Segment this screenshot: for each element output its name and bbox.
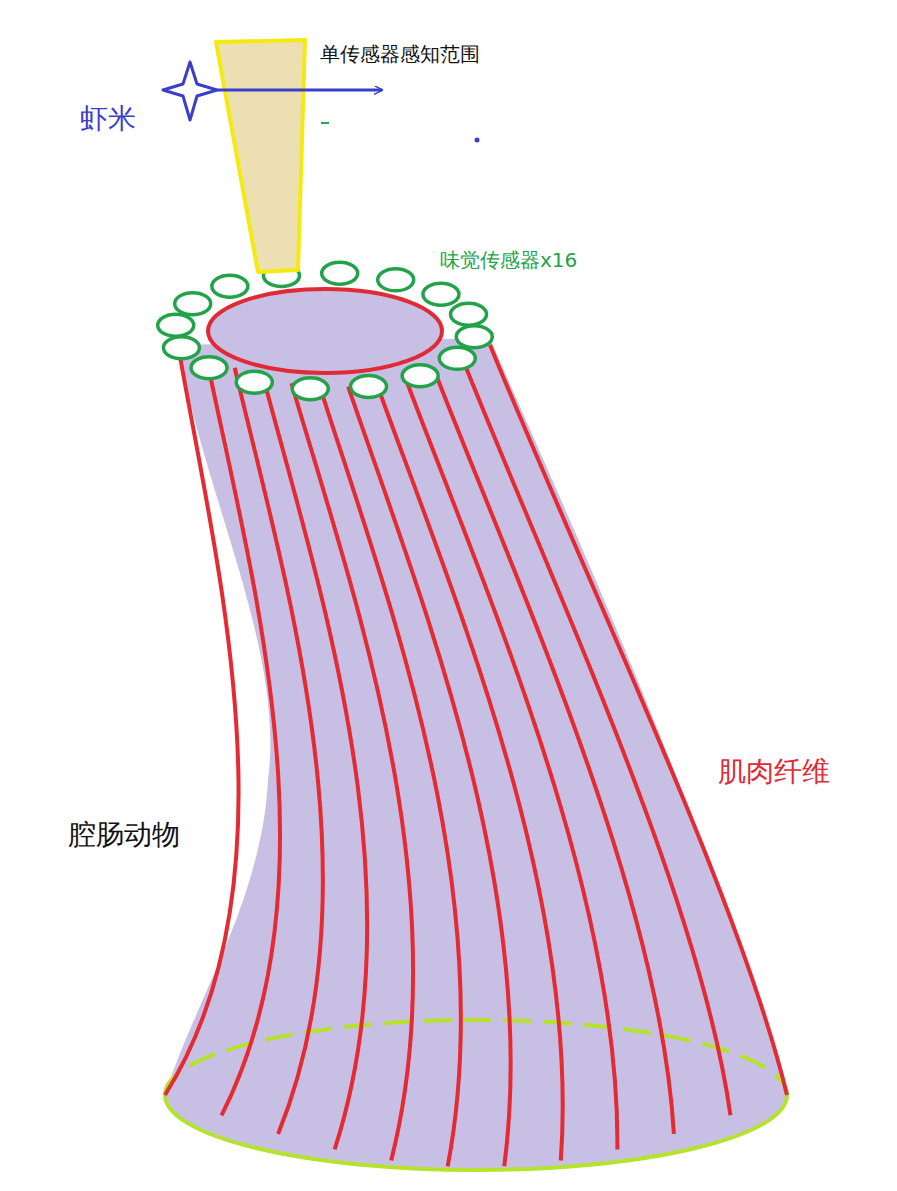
taste-sensor [322, 262, 358, 284]
base-rim-back [165, 1020, 787, 1095]
taste-sensor [439, 347, 475, 369]
taste-sensor [456, 326, 492, 348]
taste-sensor [351, 376, 387, 398]
muscle-fiber [377, 383, 563, 1160]
taste-sensor [236, 371, 272, 393]
muscle-fiber [433, 368, 674, 1134]
taste-sensor [423, 283, 459, 305]
shrimp-label: 虾米 [80, 102, 136, 136]
taste-sensor [378, 269, 414, 291]
taste-sensor [191, 357, 227, 379]
base-rim-front [165, 1095, 787, 1170]
muscle-fiber [490, 345, 787, 1095]
muscle-fiber [235, 368, 323, 1134]
muscle-fiber [462, 357, 731, 1115]
taste-sensor [163, 337, 199, 359]
shrimp-star [163, 62, 217, 120]
stray-dot [475, 138, 480, 143]
animal-body [165, 338, 787, 1170]
taste-sensor [158, 314, 194, 336]
muscle-fibers [165, 345, 787, 1166]
taste-sensor [402, 365, 438, 387]
muscle-fiber [263, 377, 367, 1150]
sensor-label: 味觉传感器x16 [440, 248, 577, 272]
taste-sensor [292, 378, 328, 400]
mouth-disc [208, 289, 442, 373]
taste-sensors [163, 326, 492, 400]
animal-label: 腔肠动物 [68, 818, 180, 852]
sensing-range [216, 40, 305, 272]
muscle-fiber [291, 383, 413, 1160]
range-label: 单传感器感知范围 [320, 42, 480, 66]
taste-sensor [175, 293, 211, 315]
stray-mark [321, 122, 329, 124]
motion-arrow [217, 89, 382, 92]
fiber-label: 肌肉纤维 [718, 755, 830, 789]
muscle-fiber [206, 357, 280, 1115]
taste-sensor [212, 275, 248, 297]
taste-sensor [451, 303, 487, 325]
